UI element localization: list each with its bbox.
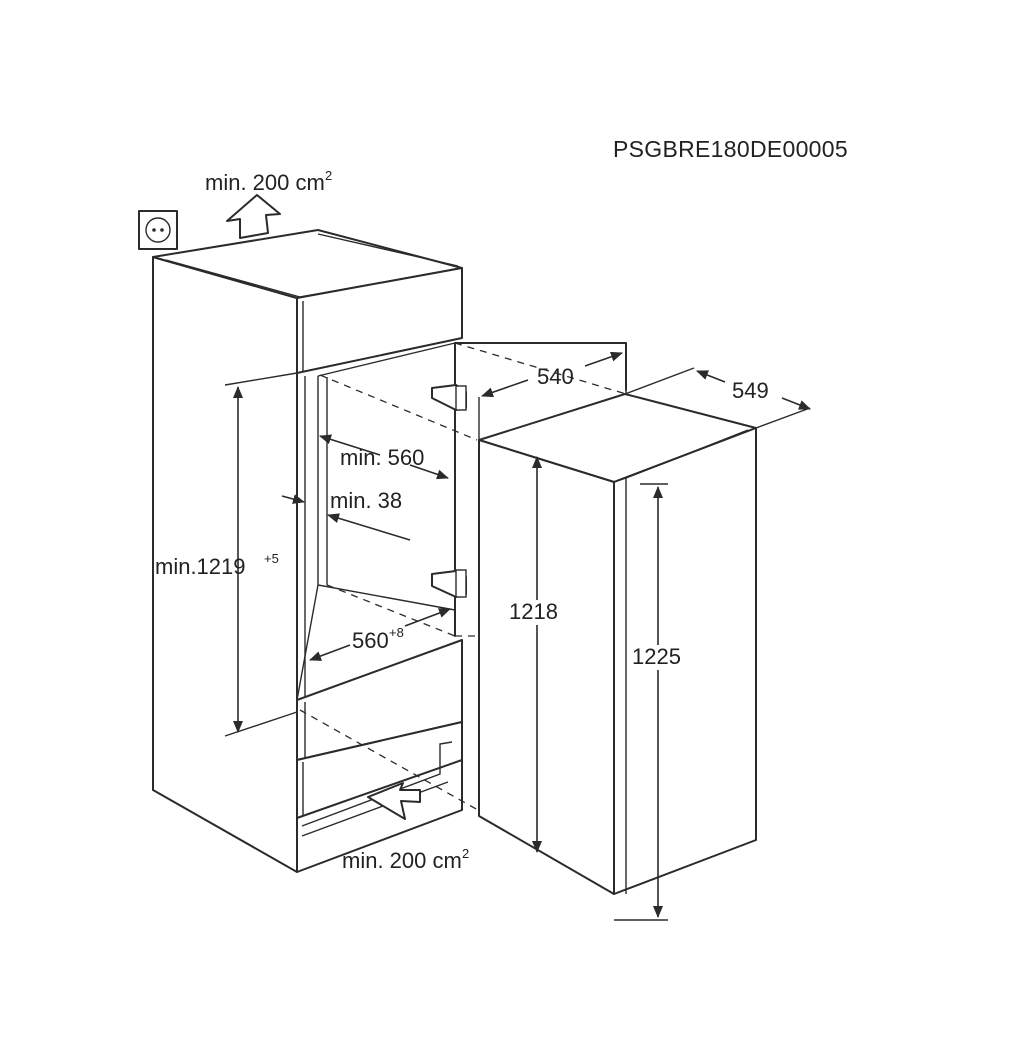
appliance-height-label: 1218	[509, 599, 558, 624]
side-gap-label: min. 38	[330, 488, 402, 513]
vent-top-label: min. 200 cm	[205, 170, 325, 195]
vent-bottom-label: min. 200 cm	[342, 848, 462, 873]
door-hinge-icon	[431, 384, 467, 411]
niche-height-label: min.1219	[155, 554, 246, 579]
air-flow-arrow-icon	[367, 782, 421, 820]
vent-top-superscript: 2	[325, 168, 332, 183]
appliance-depth-label: 540	[537, 364, 574, 389]
niche-height-superscript: +5	[264, 551, 279, 566]
vent-bottom-superscript: 2	[462, 846, 469, 861]
door-depth-label: 549	[732, 378, 769, 403]
niche-depth-label: 560	[352, 628, 389, 653]
dimension-lines	[224, 350, 811, 921]
power-socket-icon	[138, 210, 178, 250]
door-height-label: 1225	[632, 644, 681, 669]
document-code: PSGBRE180DE00005	[613, 136, 848, 162]
niche-width-label: min. 560	[340, 445, 424, 470]
appliance-body	[478, 393, 757, 895]
cabinet-housing	[152, 229, 463, 873]
air-flow-arrow-icon	[226, 194, 281, 239]
niche-depth-superscript: +8	[389, 625, 404, 640]
door-hinge-icon	[431, 569, 467, 598]
projection-lines	[299, 342, 627, 811]
